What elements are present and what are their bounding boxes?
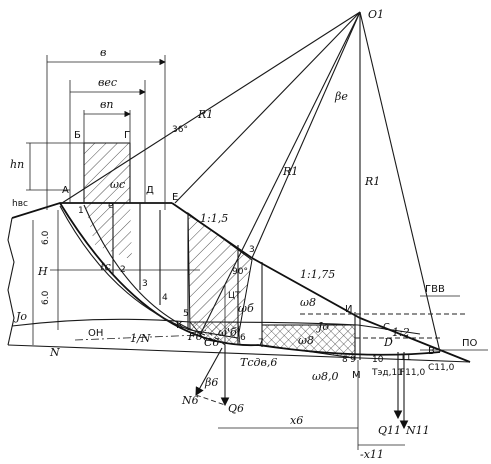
label-omega-c: ωс [110,178,125,191]
phreatic-line [11,318,421,335]
label-omega-b: ωб [238,302,254,315]
label-PO: ПО [462,338,478,349]
label-slope15: 1:1,5 [200,212,228,225]
label-p3: 3 [249,245,255,255]
radius-to-3 [251,11,361,259]
radius-to-A [61,11,361,204]
label-dim60-b: 6.0 [41,290,51,305]
label-angle36: 36° [172,125,188,135]
label-E: Е [172,192,178,203]
on-line [74,334,201,341]
label-F11: F11,0 [400,368,425,378]
embankment-outline [7,202,471,363]
label-G-cyr: Г [124,130,130,141]
label-A: А [62,185,69,196]
radius-to-E [174,11,361,204]
label-p11: 11 [400,353,411,363]
label-M: M [352,370,361,381]
label-C6: С6 [204,336,219,349]
slope-lower [251,257,471,363]
hatched-regions [83,142,356,359]
label-R1-mid: R1 [282,165,298,178]
label-x11: -x11 [360,448,384,461]
label-R1-right: R1 [364,175,380,188]
label-D-cyr: Д [146,185,154,196]
radii [61,11,441,360]
label-90deg: 90° [232,267,248,277]
load-block-hatch [83,142,131,204]
n6-ref [195,394,226,406]
label-K: К [176,320,183,331]
label-beta-e: βe [334,90,348,103]
label-C: С [383,322,390,333]
label-GVV: ГВВ [425,284,445,295]
label-p1: 1 [78,206,84,216]
label-B: B [428,346,435,357]
label-OH: ОН [88,328,103,339]
forces [195,285,409,430]
label-p5: 5 [183,309,189,319]
label-omega-8-inner: ω8 [298,334,314,347]
radius-to-slice [199,11,361,336]
load-block [46,55,166,210]
label-N6: N6 [181,394,199,407]
crest-hatch-area [84,203,132,260]
label-CT: ЦТ [228,291,241,301]
label-1N: 1/N [130,332,151,345]
label-bec: вес [98,76,117,89]
label-hec: hвс [12,199,28,209]
label-p9: 9 [350,355,356,365]
label-omega-8: ω8 [300,296,316,309]
label-H: H [37,265,48,278]
slice-lines [112,203,356,360]
label-x6: x6 [290,414,303,427]
label-omega-b2: ω'б [218,326,237,339]
ground-line [7,344,471,363]
label-omega-80: ω8,0 [312,370,338,383]
label-p2: 2 [120,265,126,275]
label-lc: ℓс [100,260,111,273]
labels: O1 R1 R1 R1 βe в вес вп Б Г 36° hп А Д Е… [10,8,478,461]
label-B-cyr: Б [74,130,81,141]
label-pe: е [108,201,114,211]
n6-arrow [195,347,223,396]
label-D: D [383,336,393,349]
label-p7: 7 [258,338,264,348]
label-O1: O1 [368,8,384,21]
label-C11: С11,0 [428,363,455,373]
label-p4: 4 [162,293,168,303]
label-T-sdv: Тсдв,6 [240,356,277,369]
label-N: N [49,346,60,359]
label-slope175: 1:1,75 [300,268,335,281]
label-p10: 10 [372,355,384,365]
label-p6: 6 [240,333,246,343]
label-Q6: Q6 [228,402,244,415]
slip-arc-outer [59,205,191,331]
label-hn: hп [10,158,24,171]
radius-to-B [359,11,441,353]
label-F6: F6 [187,330,203,343]
t6-line [204,329,226,346]
slope-upper [171,202,253,259]
label-bn: вп [100,98,114,111]
label-T11: Тэд,11 [371,368,403,378]
left-wavy-edge [7,217,15,346]
label-p3-low: 3 [142,279,148,289]
water-levels [11,295,488,351]
label-I: И [345,304,352,315]
label-R1-top: R1 [197,108,213,121]
label-Jo-right: Jо [316,320,329,333]
label-b: в [100,46,106,59]
label-dim60-a: 6.0 [41,230,51,245]
label-beta6: β6 [204,376,218,389]
label-p8-9: 8 [342,355,348,365]
label-Jo-left: Jо [14,310,27,323]
label-N11: N11 [405,424,430,437]
label-Q11: Q11 [378,424,401,437]
label-slope2: 1:2 [392,326,410,339]
